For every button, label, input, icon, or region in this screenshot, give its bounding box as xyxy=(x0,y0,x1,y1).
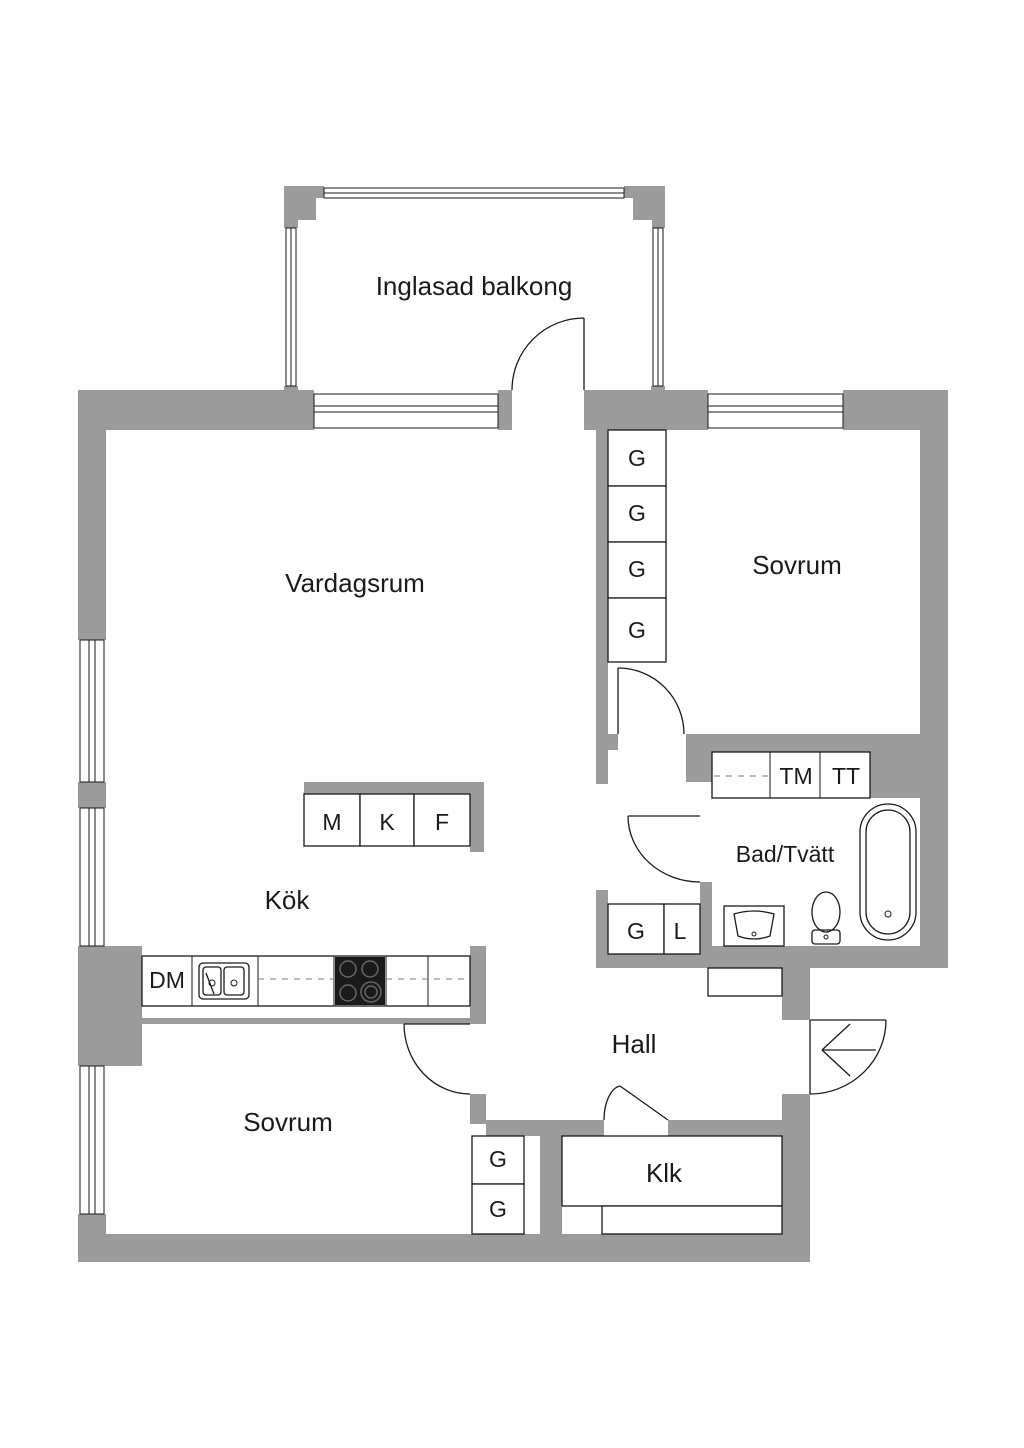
room-labels: Inglasad balkong Vardagsrum Kök Sovrum S… xyxy=(243,271,842,1188)
wardrobe-label: G xyxy=(628,500,646,526)
fridge-label: K xyxy=(379,809,395,835)
living-window-left-2 xyxy=(79,807,105,947)
washbasin-icon xyxy=(723,905,785,947)
doors xyxy=(403,317,887,1121)
entrance-door xyxy=(809,1019,887,1095)
wardrobe-label: G xyxy=(628,445,646,471)
wardrobe-label: G xyxy=(627,918,645,944)
wardrobes-bottom: G G xyxy=(471,1135,525,1235)
living-window-left-1 xyxy=(79,639,105,783)
linen-label: L xyxy=(674,918,687,944)
bedroom-door-bottom xyxy=(403,1023,471,1095)
bedroom-top-label: Sovrum xyxy=(752,550,842,580)
windows xyxy=(79,187,844,1215)
kitchen-island: M K F xyxy=(303,793,471,847)
entrance-arrow-icon xyxy=(821,1023,876,1077)
bath-label: Bad/Tvätt xyxy=(736,841,835,867)
laundry-row: TM TT xyxy=(711,751,871,799)
bedroom-window-top xyxy=(707,393,844,429)
bedroom-window-left xyxy=(79,1065,105,1215)
bedroom-door-top xyxy=(617,667,685,735)
wardrobes-top: G G G G xyxy=(607,429,667,663)
freezer-label: F xyxy=(435,809,449,835)
hall-niche xyxy=(707,967,783,997)
wardrobe-label: G xyxy=(628,617,646,643)
walls xyxy=(78,186,948,1262)
kitchen-label: Kök xyxy=(265,885,311,915)
closet-shelves xyxy=(561,1135,783,1235)
bath-door xyxy=(627,815,701,883)
wardrobe-label: G xyxy=(628,556,646,582)
living-room-label: Vardagsrum xyxy=(285,568,425,598)
toilet-icon xyxy=(811,891,841,945)
living-window-top xyxy=(313,393,499,429)
wardrobe-label: G xyxy=(489,1146,507,1172)
hall-label: Hall xyxy=(612,1029,657,1059)
closet-label: Klk xyxy=(646,1158,683,1188)
stove-icon xyxy=(335,957,385,1005)
sink-icon xyxy=(198,962,250,1000)
kitchen-counter: DM xyxy=(141,955,471,1007)
balcony-door xyxy=(511,317,585,391)
washer-label: TM xyxy=(779,763,812,789)
microwave-label: M xyxy=(322,809,341,835)
bathtub-icon xyxy=(859,803,917,941)
closet-door xyxy=(603,1085,669,1121)
wardrobe-label: G xyxy=(489,1196,507,1222)
balcony-label: Inglasad balkong xyxy=(376,271,573,301)
dishwasher-label: DM xyxy=(149,967,185,993)
dryer-label: TT xyxy=(832,763,860,789)
hall-storage: G L xyxy=(607,903,701,955)
bedroom-bottom-label: Sovrum xyxy=(243,1107,333,1137)
